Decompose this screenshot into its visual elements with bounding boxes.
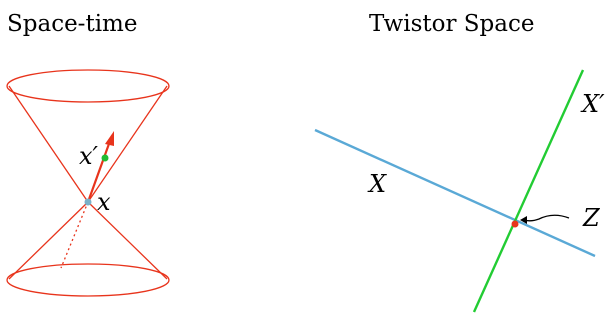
- cone-edge-lower-right: [87, 201, 168, 280]
- cone-edge-lower-left: [8, 201, 89, 280]
- cone-bottom-ellipse: [6, 263, 170, 297]
- cone-top-ellipse: [6, 69, 170, 103]
- cone-edge-upper-right: [87, 85, 168, 203]
- light-cone: [6, 69, 170, 297]
- line-X-prime: [472, 69, 585, 313]
- point-x-prime: [101, 154, 109, 162]
- label-x: x: [97, 188, 111, 216]
- label-x-prime: x′: [79, 142, 99, 170]
- spacetime-title: Space-time: [7, 11, 137, 37]
- line-X: [314, 128, 596, 258]
- cone-hidden-generator: [60, 201, 89, 269]
- label-X: X: [367, 170, 387, 198]
- arrow-head: [105, 131, 114, 146]
- label-X-prime: X′: [580, 90, 605, 118]
- cone-edge-upper-left: [8, 85, 89, 203]
- label-Z: Z: [582, 204, 601, 232]
- point-x: [84, 198, 92, 206]
- twistor-title: Twistor Space: [369, 11, 534, 37]
- null-vector-arrow: [86, 140, 112, 203]
- point-Z: [511, 220, 519, 228]
- Z-pointer: [523, 214, 570, 222]
- Z-pointer-head: [520, 216, 527, 224]
